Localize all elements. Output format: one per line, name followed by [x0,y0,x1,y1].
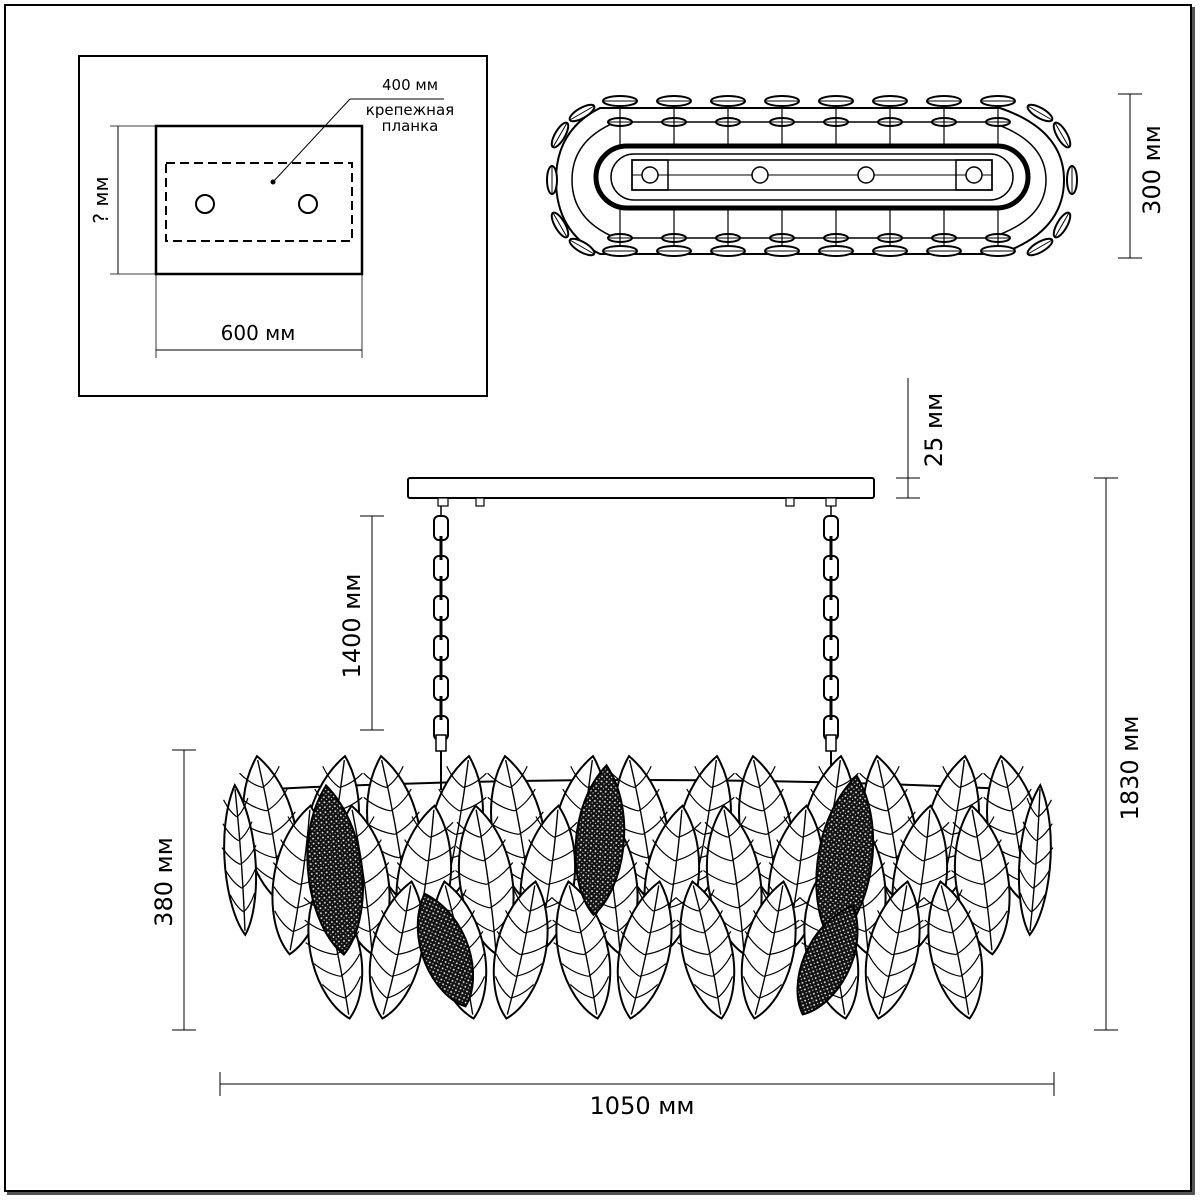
chain-length-label: 1400 мм [338,574,366,679]
leaf [923,880,984,1020]
leaf [616,880,677,1020]
drawing-frame [4,4,1192,1192]
bracket-caption-line1: крепежная [366,101,454,119]
leaf [864,880,925,1020]
bracket-caption-line2: планка [382,117,439,135]
top-view: 300 мм [546,93,1166,259]
left-chain [433,506,449,790]
mount-plate-panel: 400 мм крепежная планка ? мм 600 мм [78,55,488,397]
leaf [1017,782,1054,937]
leaf [740,880,801,1020]
leaf [574,763,626,917]
mount-plate [154,124,364,276]
plate-height-label: ? мм [89,176,113,223]
leaf [675,880,736,1020]
canopy-height-label: 25 мм [920,393,948,467]
bracket-width-label: 400 мм [382,76,438,94]
side-width-label: 1050 мм [590,1092,695,1120]
screw-hole-right [298,194,318,214]
right-chain [823,506,839,790]
top-depth-label: 300 мм [1138,125,1166,215]
leaf [221,782,258,937]
leaf [551,880,612,1020]
leaf [416,892,475,1008]
canopy [407,477,875,499]
plate-width-label: 600 мм [221,321,296,345]
leaf [492,880,553,1020]
side-view: 25 мм 1400 мм 1830 мм 380 мм 1050 мм [150,378,1144,1120]
leaf [306,783,364,956]
mounting-bracket [165,162,353,242]
total-height-label: 1830 мм [1116,716,1144,821]
body-height-label: 380 мм [150,837,178,927]
screw-hole-left [195,194,215,214]
leaf [796,904,859,1016]
